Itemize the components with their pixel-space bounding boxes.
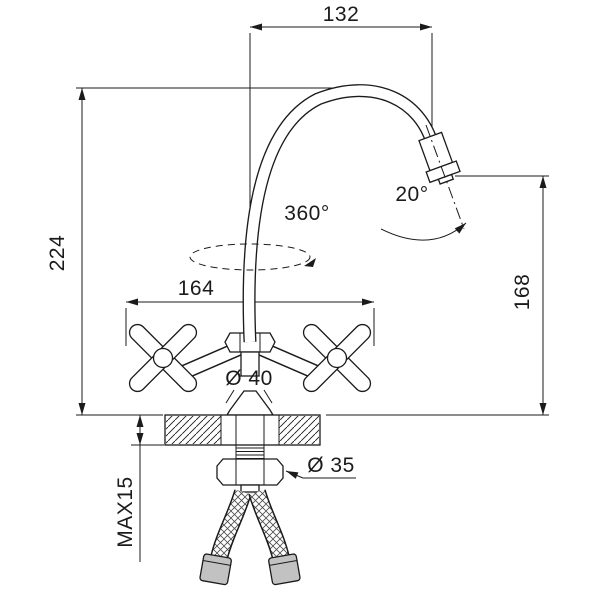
shank-diameter-label: Ø 35 — [307, 454, 355, 477]
dia35-annotation — [285, 470, 356, 479]
dim-168-group — [326, 175, 549, 416]
shank-thread — [236, 447, 264, 459]
base-flare — [225, 390, 275, 416]
dim-168-label: 168 — [511, 274, 534, 311]
hose-left-braid — [211, 489, 251, 560]
tilt-angle-label: 20° — [395, 183, 428, 206]
swivel-annotation — [189, 243, 316, 271]
leader-line — [225, 389, 235, 404]
spout-head — [418, 131, 461, 185]
handle-right — [302, 323, 372, 393]
base-diameter-label: Ø 40 — [225, 367, 273, 390]
dim-max15-group — [131, 415, 164, 562]
hose-connector-right — [268, 553, 301, 586]
swivel-ellipse — [189, 243, 311, 271]
handle-left — [128, 323, 198, 393]
handle-hub — [152, 347, 174, 369]
nut-stub — [240, 484, 260, 493]
hose-connector-left — [199, 553, 232, 586]
dia40-annotation — [225, 389, 273, 404]
tilt-annotation — [380, 124, 467, 241]
connector-body — [199, 553, 232, 586]
dim-224-label: 224 — [46, 235, 69, 272]
counter-hatch-right — [279, 416, 319, 444]
connector-band — [269, 559, 298, 566]
tilt-arc-arrow — [380, 222, 467, 241]
hose-right-braid — [249, 489, 289, 560]
leader-line — [285, 470, 304, 479]
spout-pipe-outline — [242, 84, 440, 343]
dim-224-group — [76, 87, 332, 416]
swivel-arrowhead-icon — [304, 258, 316, 267]
leader-line — [263, 389, 273, 404]
dim-164-label: 164 — [178, 277, 215, 300]
dim-132-label: 132 — [323, 3, 360, 26]
spout-pipe-fill — [243, 85, 438, 343]
connector-band — [202, 559, 231, 566]
faucet-body — [128, 84, 461, 416]
body-nut — [224, 332, 276, 353]
swivel-angle-label: 360° — [284, 202, 329, 225]
counter-plate — [164, 414, 321, 446]
connector-body — [268, 553, 301, 586]
handle-hub — [326, 347, 348, 369]
mounting-nut — [216, 458, 284, 486]
spout-axis-centerline — [425, 124, 465, 230]
body-column — [240, 351, 260, 377]
counter-hatch-left — [166, 416, 221, 444]
supply-hoses — [199, 489, 301, 586]
max-thickness-label: MAX15 — [114, 476, 137, 547]
mounting-shank — [216, 415, 284, 493]
